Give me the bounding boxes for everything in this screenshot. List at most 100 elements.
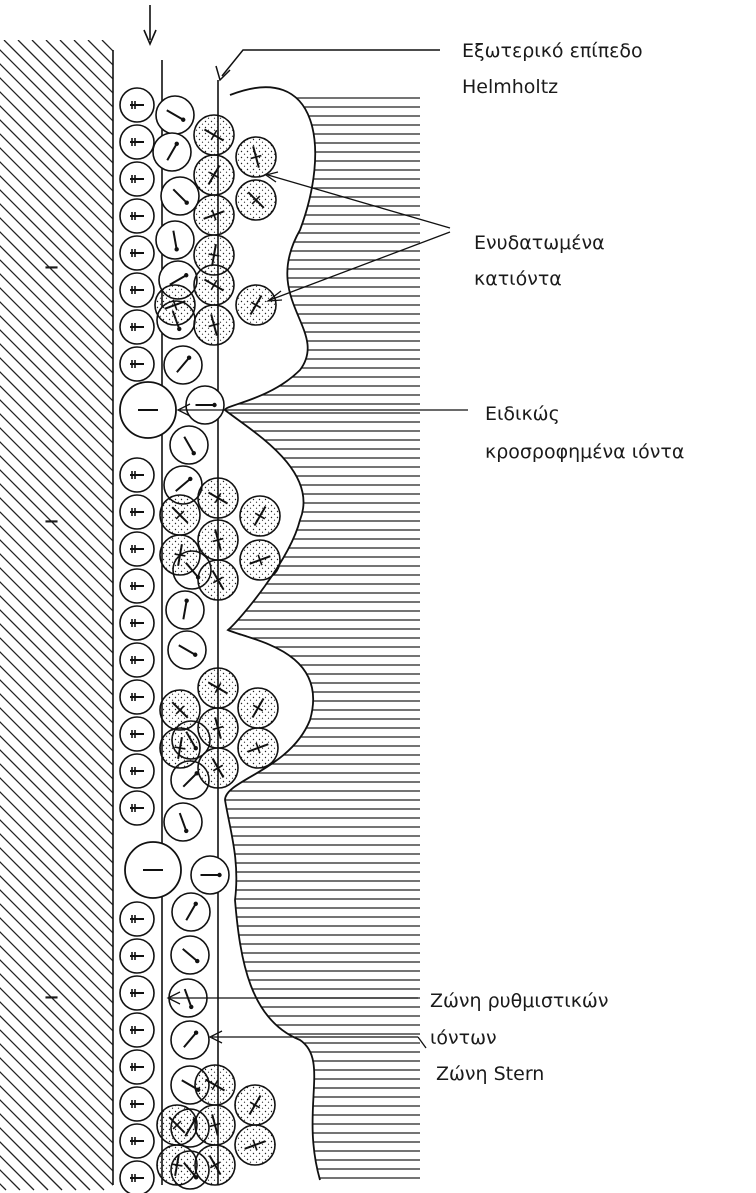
hydrated-cation [157,1145,197,1185]
hydrated-cation [198,668,238,708]
adsorbed-water-dipole [120,273,154,307]
hydrated-cation [236,285,276,325]
adsorbed-water-dipole [120,902,154,936]
hydrated-cation [155,285,195,325]
adsorbed-water-dipole [120,717,154,751]
label-specific-adsorbed-2: κροσροφημένα ιόντα [485,441,684,463]
adsorbed-water-dipole [120,754,154,788]
water-molecule [153,133,191,171]
adsorbed-water-dipole [120,680,154,714]
hatch-line [0,40,580,1190]
hatch-line [60,40,756,1190]
hatch-line [0,40,20,1190]
label-stern-zone: Ζώνη Stern [436,1063,544,1085]
hatch-line [0,40,48,1190]
hatch-line [0,40,650,1190]
water-molecule [168,631,206,669]
adsorbed-water-dipole [120,606,154,640]
water-molecule [164,346,202,384]
hydrated-cation [195,1105,235,1145]
adsorbed-water-dipole [120,199,154,233]
label-buffer-zone-1: Ζώνη ρυθμιστικών [430,990,608,1012]
hydrated-cation [157,1105,197,1145]
hydrated-cation [194,195,234,235]
hydrated-cation [198,748,238,788]
hydrated-cation [240,496,280,536]
hydrated-cation [160,535,200,575]
water-molecule [171,1021,209,1059]
hatch-line [4,40,756,1190]
label-specific-adsorbed-1: Ειδικώς [485,403,560,425]
hydrated-cation [195,1065,235,1105]
outer-helmholtz-leader [216,50,440,80]
adsorbed-water-dipole [120,88,154,122]
hatch-line [0,40,90,1190]
hydrated-cation [194,265,234,305]
hatch-line [0,40,608,1190]
water-molecule [156,96,194,134]
hydrated-cation [160,495,200,535]
hydrated-cation [160,728,200,768]
hydrated-cation [235,1125,275,1165]
adsorbed-water-dipole [120,162,154,196]
hydrated-cation [194,155,234,195]
water-molecule [171,936,209,974]
label-outer-helmholtz-1: Εξωτερικό επίπεδο [462,40,643,62]
adsorbed-water-dipole [120,347,154,381]
hydrated-cation [235,1085,275,1125]
surface-charge: – [44,503,59,538]
hydrated-cation [160,690,200,730]
label-hydrated-cations-2: κατιόντα [474,268,562,290]
adsorbed-water-dipole [120,1013,154,1047]
hatch-line [0,40,678,1190]
adsorbed-water-dipole [120,1087,154,1121]
hatch-line [0,40,188,1190]
hatch-line [0,40,328,1190]
hydrated-cation [240,540,280,580]
adsorbed-water-dipole [120,1124,154,1158]
water-molecule [164,803,202,841]
hydrated-cation [194,305,234,345]
adsorbed-water-dipole [120,236,154,270]
label-hydrated-cations-1: Ενυδατωμένα [474,232,605,254]
adsorbed-water-dipole [120,569,154,603]
surface-charge: – [44,249,59,284]
adsorbed-water-dipole [120,1161,154,1193]
water-molecule [161,177,199,215]
hydrated-cation [238,728,278,768]
specifically-adsorbed-ion [125,842,181,898]
hatch-line [0,40,636,1190]
hydrated-cation [236,180,276,220]
hydrated-cation [198,520,238,560]
water-molecule [186,386,224,424]
label-buffer-zone-2: ιόντων [430,1027,497,1049]
adsorbed-water-dipole [120,976,154,1010]
water-molecule [172,893,210,931]
adsorbed-water-dipole [120,310,154,344]
adsorbed-water-dipole [120,1050,154,1084]
top-arrow [144,5,156,44]
adsorbed-water-dipole [120,791,154,825]
hydrated-cation [198,478,238,518]
water-molecule [166,591,204,629]
hatch-line [0,40,734,1190]
hydrated-cations-leaders [266,172,450,301]
specifically-adsorbed-ion [120,382,176,438]
hydrated-cation [195,1145,235,1185]
adsorbed-water-dipole [120,125,154,159]
hydrated-cation [194,115,234,155]
adsorbed-water-dipole [120,532,154,566]
hatch-line [0,40,720,1190]
surface-charge: – [44,979,59,1014]
hydrated-cation [198,560,238,600]
hydrated-cation [198,708,238,748]
adsorbed-water-dipole [120,643,154,677]
water-molecule [156,221,194,259]
label-outer-helmholtz-2: Helmholtz [462,76,558,98]
adsorbed-water-dipole [120,458,154,492]
adsorbed-water-dipole [120,495,154,529]
ions-layer [120,88,280,1193]
hatch-line [0,40,552,1190]
hatch-line [144,40,756,1190]
